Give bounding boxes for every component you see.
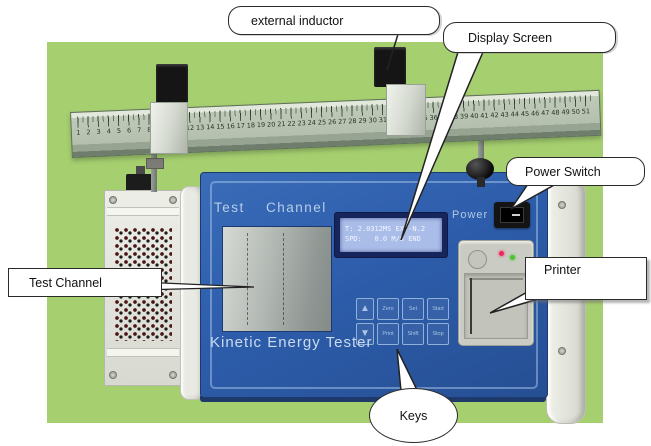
callout-power-switch: Power Switch: [506, 157, 645, 186]
keypad: ▲ Zero Set Start ▼ Print Shift Stop: [356, 298, 450, 348]
screw-icon: [558, 201, 566, 209]
ruler-number: 51: [581, 107, 591, 116]
device-handle-right: [546, 178, 586, 424]
screw-icon: [169, 371, 177, 379]
channel-dash-line: [247, 233, 248, 325]
inductor-sensor-right: [374, 47, 406, 87]
callout-display-screen: Display Screen: [443, 22, 616, 53]
channel-dash-line: [283, 233, 284, 325]
key-stop[interactable]: Stop: [427, 323, 449, 345]
printer-led-red: [499, 251, 504, 256]
screw-icon: [169, 196, 177, 204]
screw-icon: [109, 371, 117, 379]
side-ridge: [107, 348, 179, 357]
callout-external-inductor-label: external inductor: [251, 13, 344, 28]
device-base: [200, 396, 546, 402]
printer-led-green: [510, 255, 515, 260]
callout-printer: Printer: [525, 257, 647, 300]
cable-connector: [126, 174, 156, 192]
printer-door[interactable]: [464, 273, 528, 339]
lcd-text: T: 2.0312MS EXT-N.2 SPD: 0.0 M/S END: [340, 218, 442, 252]
key-start[interactable]: Start: [427, 298, 449, 320]
paper-slit: [469, 278, 523, 280]
callout-printer-label: Printer: [544, 263, 581, 277]
support-rod-left: [151, 150, 157, 192]
callout-test-channel: Test Channel: [8, 268, 162, 297]
callout-keys: Keys: [369, 388, 458, 443]
callout-test-channel-label: Test Channel: [29, 275, 102, 290]
test-channel-window: [222, 226, 332, 332]
side-ridge: [107, 207, 179, 216]
paper-slot: [470, 278, 472, 334]
key-zero[interactable]: Zero: [377, 298, 399, 320]
callout-power-switch-label: Power Switch: [525, 164, 601, 179]
key-shift[interactable]: Shift: [402, 323, 424, 345]
screw-icon: [558, 347, 566, 355]
power-label: Power: [452, 209, 489, 221]
rod-nut: [146, 158, 164, 169]
display-screen: T: 2.0312MS EXT-N.2 SPD: 0.0 M/S END: [334, 212, 448, 258]
printer-module: [458, 240, 534, 346]
callout-external-inductor: external inductor: [228, 6, 440, 35]
power-rocker: [500, 207, 524, 223]
inductor-sensor-left: [156, 64, 188, 104]
key-down[interactable]: ▼: [356, 323, 374, 345]
knob-stem: [477, 177, 485, 187]
sensor-mount-left: [150, 102, 188, 154]
key-print[interactable]: Print: [377, 323, 399, 345]
callout-keys-label: Keys: [399, 408, 428, 423]
key-set[interactable]: Set: [402, 298, 424, 320]
lcd-line1: T: 2.0312MS EXT-N.2: [345, 225, 426, 233]
brand-text: Kinetic Energy Tester: [210, 334, 373, 351]
cable-connector-stub: [136, 166, 145, 176]
power-switch[interactable]: [494, 202, 530, 228]
screw-icon: [109, 196, 117, 204]
panel-heading: Test Channel: [214, 200, 327, 215]
paper-feed-button[interactable]: [468, 250, 487, 269]
lcd-line2: SPD: 0.0 M/S END: [345, 235, 421, 243]
key-up[interactable]: ▲: [356, 298, 374, 320]
sensor-mount-right: [386, 84, 426, 136]
callout-display-screen-label: Display Screen: [468, 30, 553, 45]
